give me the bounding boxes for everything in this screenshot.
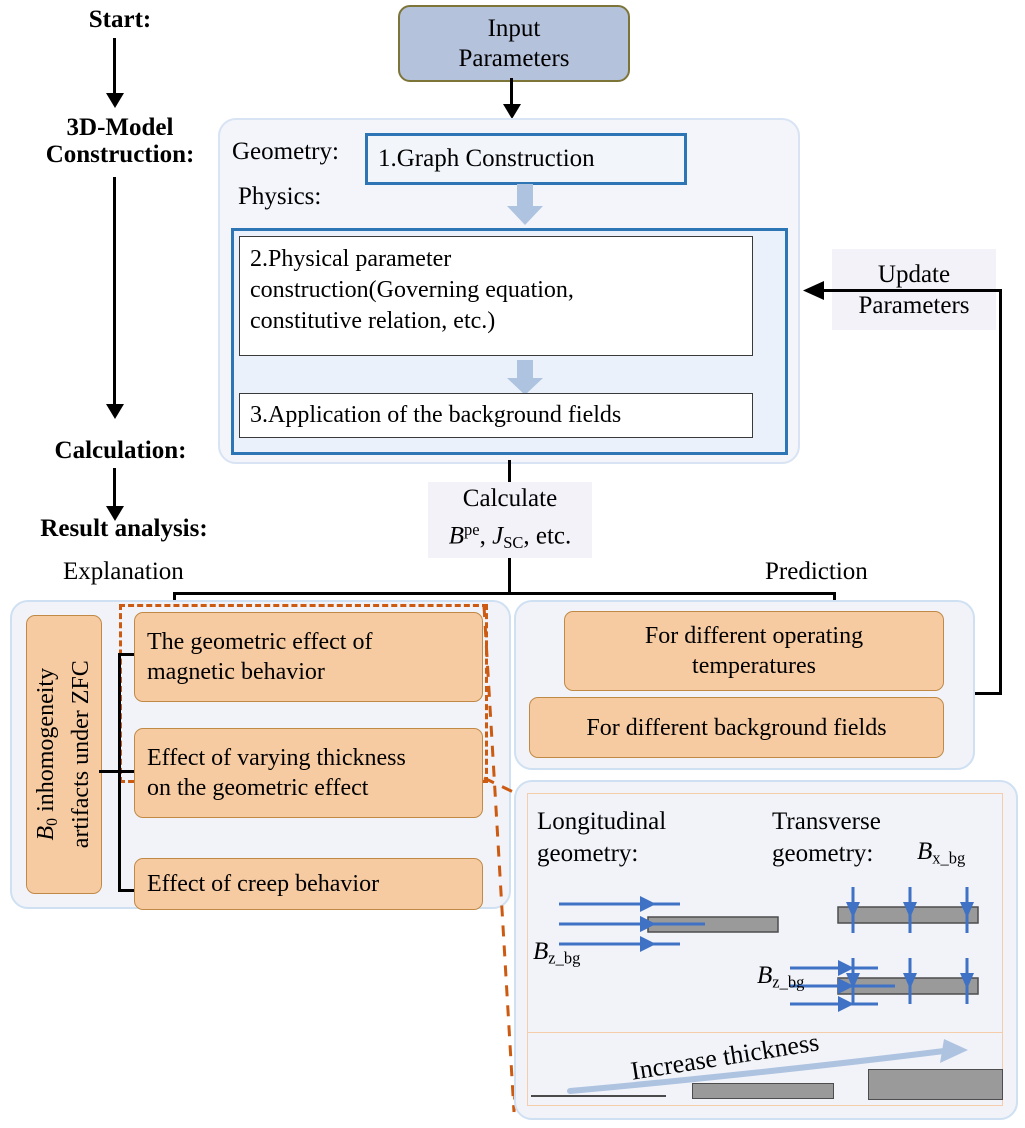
down-arrow-step2-step3: [507, 360, 543, 395]
bz-subscript-t: z_bg: [772, 972, 805, 992]
stage-label-result: Result analysis:: [40, 515, 208, 542]
geometry-label: Geometry:: [232, 138, 339, 165]
explanation-item-0[interactable]: The geometric effect of magnetic behavio…: [134, 612, 483, 702]
bz-symbol-l: B: [533, 938, 549, 965]
stage-connector-2: [113, 177, 116, 409]
bx-symbol: B: [917, 838, 933, 865]
thickness-sample-thick: [868, 1069, 1003, 1100]
calculate-title: Calculate: [462, 484, 558, 512]
field-label-bx-bg: Bx_bg: [917, 838, 965, 869]
stage-label-model: 3D-Model Construction:: [45, 114, 195, 168]
calculate-splitter-hline: [173, 592, 836, 595]
step2-physical-parameter[interactable]: 2.Physical parameter construction(Govern…: [239, 236, 753, 356]
stage-arrowhead-3: [106, 506, 124, 521]
prediction-item-0[interactable]: For different operating temperatures: [564, 611, 944, 691]
formula-b-sup: pe: [464, 519, 480, 539]
model-to-calculate-connector: [508, 460, 511, 482]
explanation-item-2[interactable]: Effect of creep behavior: [134, 858, 483, 910]
transverse-geometry-diagram: [790, 887, 979, 1012]
formula-comma: ,: [479, 521, 493, 549]
step2-line2: construction(Governing equation,: [250, 277, 574, 303]
down-arrow-step1-step2: [507, 184, 543, 225]
prediction-item-1[interactable]: For different background fields: [529, 697, 944, 758]
calculate-splitter-vline: [508, 558, 511, 594]
stage-arrowhead-1: [106, 93, 124, 108]
formula-j: J: [492, 521, 504, 549]
b0-inhomogeneity-label: B0 inhomogeneity artifacts under ZFC: [32, 661, 96, 849]
update-feedback-bottom-hline: [963, 692, 1002, 695]
branch-label-prediction: Prediction: [765, 558, 868, 585]
step3-background-fields[interactable]: 3.Application of the background fields: [239, 393, 753, 438]
formula-j-sub: SC: [503, 532, 524, 552]
step2-line1: 2.Physical parameter: [250, 246, 452, 272]
increase-thickness-arrow: [567, 1039, 968, 1094]
explanation-item-1[interactable]: Effect of varying thickness on the geome…: [134, 728, 483, 818]
input-to-model-arrowhead: [503, 104, 521, 119]
longitudinal-geometry-label: Longitudinal geometry:: [537, 808, 667, 867]
stage-connector-1: [113, 38, 116, 98]
bz-symbol-t: B: [757, 962, 773, 989]
stage-label-calculation: Calculation:: [54, 437, 187, 464]
b0-symbol: B: [32, 826, 59, 841]
field-label-bz-bg-transverse: Bz_bg: [757, 962, 804, 993]
field-label-bz-bg-longitudinal: Bz_bg: [533, 938, 580, 969]
step2-line3: constitutive relation, etc.): [250, 308, 496, 334]
update-feedback-vline: [999, 289, 1002, 695]
update-feedback-hline: [822, 289, 1002, 292]
stage-label-start: Start:: [88, 6, 152, 33]
formula-b: B: [448, 521, 464, 549]
b0-line2: artifacts under ZFC: [68, 660, 95, 849]
b0-subscript: 0: [44, 818, 62, 827]
bz-subscript-l: z_bg: [548, 948, 581, 968]
physics-label: Physics:: [238, 183, 322, 210]
explanation-brace-stub-2: [99, 770, 146, 773]
input-to-model-connector: [510, 78, 513, 110]
b0-line1: B0 inhomogeneity: [32, 668, 62, 841]
thickness-sample-thin: [531, 1095, 666, 1097]
transverse-geometry-label: Transverse geometry:: [772, 808, 881, 867]
stage-arrowhead-2: [106, 404, 124, 419]
b0-inhomogeneity-box[interactable]: B0 inhomogeneity artifacts under ZFC: [26, 615, 102, 894]
explanation-brace-stub-1: [118, 653, 146, 656]
thickness-sample-medium: [692, 1083, 834, 1099]
explanation-brace-stub-3: [118, 889, 146, 892]
branch-label-explanation: Explanation: [63, 558, 184, 585]
calculate-formula: Bpe, JSC, etc.: [449, 514, 572, 558]
input-parameters-box[interactable]: Input Parameters: [398, 5, 630, 82]
bx-subscript: x_bg: [932, 848, 966, 868]
update-feedback-arrowhead: [803, 281, 824, 300]
calculate-box: Calculate Bpe, JSC, etc.: [428, 482, 592, 558]
formula-tail: , etc.: [523, 521, 572, 549]
step1-graph-construction[interactable]: 1.Graph Construction: [365, 133, 687, 185]
longitudinal-geometry-diagram: [559, 896, 779, 952]
stage-connector-3: [113, 468, 116, 512]
